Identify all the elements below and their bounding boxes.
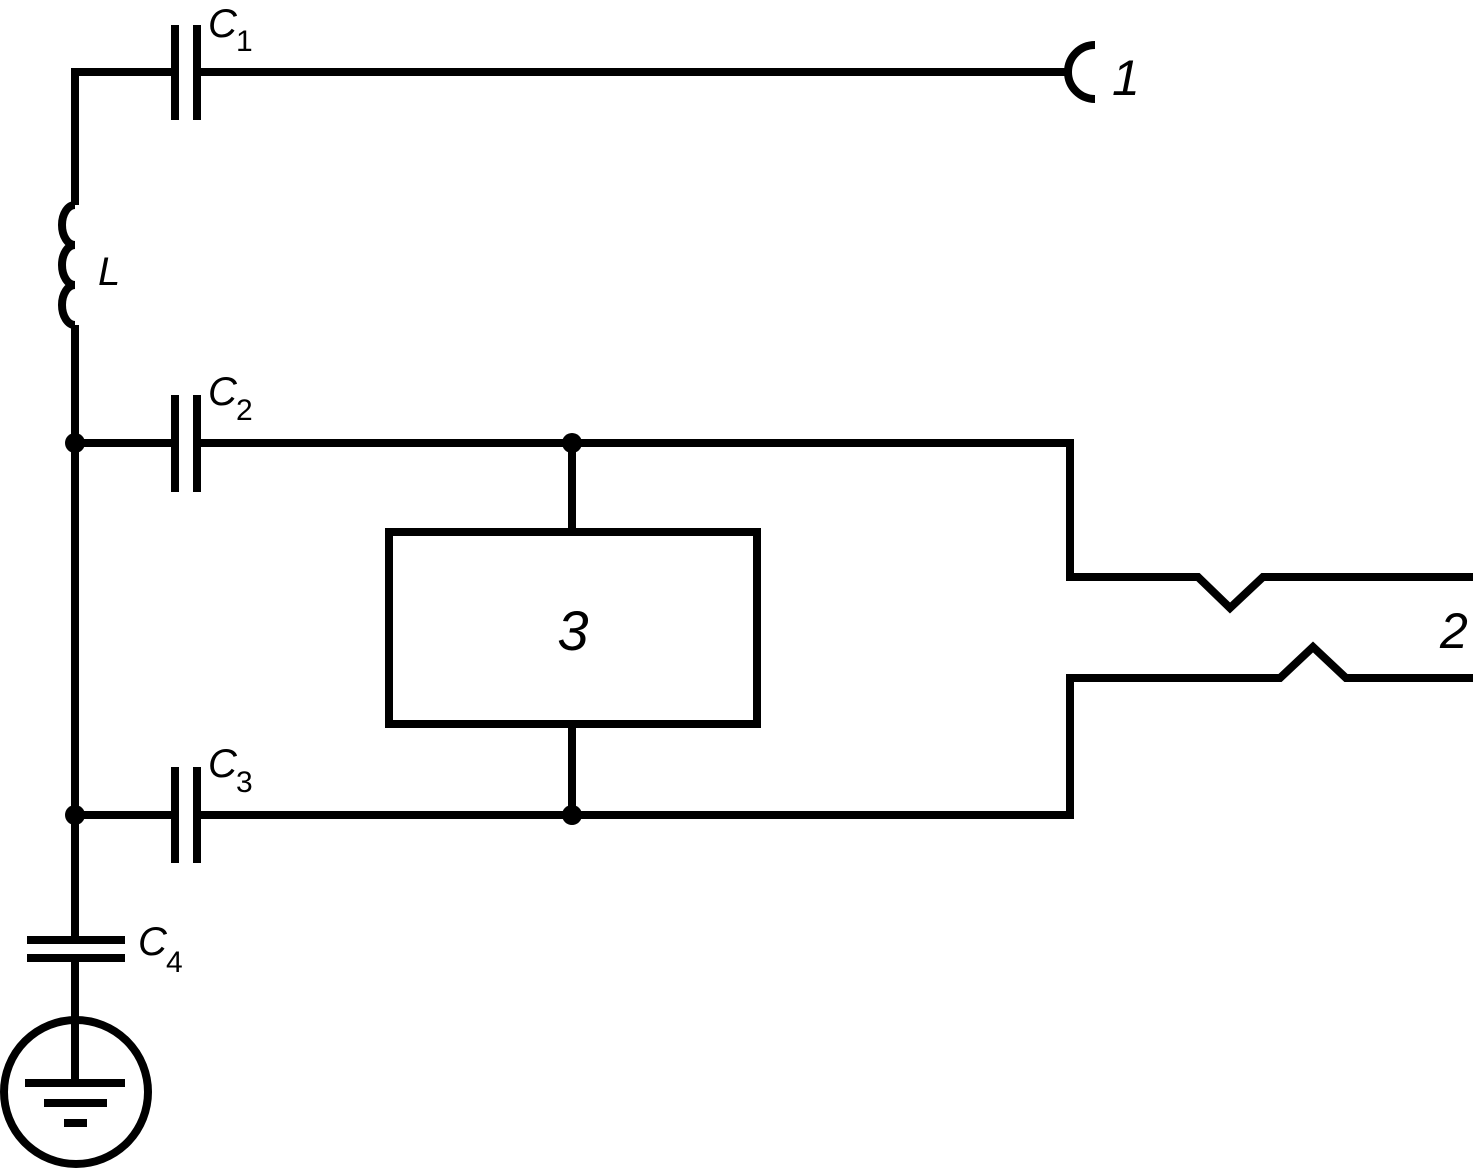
c1-label: C: [208, 2, 238, 46]
wire-c3-bottom-loop: [197, 641, 1473, 819]
inductor-coil: [58, 201, 76, 329]
c4-subscript: 4: [166, 946, 183, 979]
wire-left-top: [71, 68, 172, 205]
block-3: [385, 528, 761, 728]
c1-subscript: 1: [236, 25, 253, 58]
ground-circle: [0, 1016, 152, 1168]
c4-label: C: [138, 920, 168, 964]
wire-c2-top-loop: [197, 439, 1473, 614]
c3-label: C: [208, 742, 238, 786]
terminal-1-socket: [1064, 41, 1096, 103]
inductor-label: L: [98, 250, 120, 294]
c3-subscript: 3: [236, 766, 253, 799]
c2-label: C: [208, 370, 238, 414]
terminal-2-label: 2: [1439, 603, 1468, 659]
c2-subscript: 2: [236, 394, 253, 427]
block-3-label: 3: [557, 599, 588, 662]
terminal-1-label: 1: [1112, 50, 1140, 106]
